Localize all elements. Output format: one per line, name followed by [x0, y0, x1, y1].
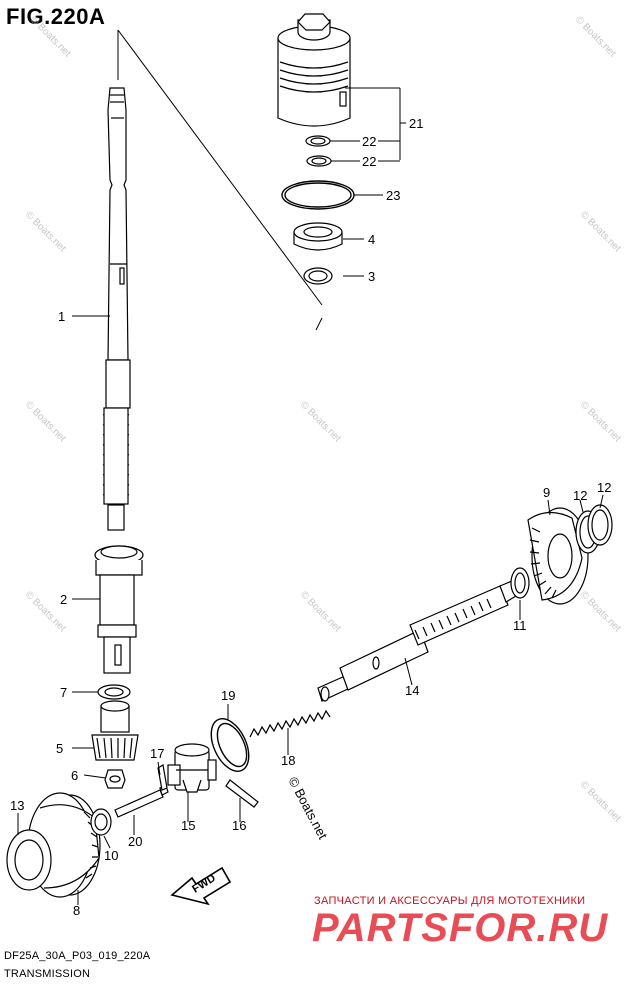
callout-9: 9 [543, 485, 550, 500]
drive-shaft [102, 87, 131, 531]
boats-watermark: © Boats.net [578, 589, 623, 634]
washer-11 [510, 567, 530, 599]
callout-labels: 1 2 7 5 6 13 8 10 20 17 15 16 19 18 14 1… [10, 116, 611, 918]
callout-11: 11 [513, 618, 527, 633]
figure-code: DF25A_30A_P03_019_220A [4, 950, 151, 962]
callout-5: 5 [56, 741, 63, 756]
washer [97, 684, 131, 700]
callout-18: 18 [281, 753, 295, 768]
clutch-pin [157, 764, 168, 791]
spring-ring [210, 718, 250, 772]
watermark-tagline: ЗАПЧАСТИ И АКСЕССУАРЫ ДЛЯ МОТОТЕХНИКИ [314, 895, 586, 907]
boats-watermark: © Boats.net [578, 399, 623, 444]
callout-12: 12 [573, 488, 587, 503]
large-o-ring [281, 180, 355, 210]
figure-subtitle: TRANSMISSION [4, 968, 91, 980]
callout-2: 2 [60, 592, 67, 607]
shaft-sleeve [94, 545, 144, 674]
callout-7: 7 [60, 685, 67, 700]
explode-lines [117, 29, 323, 331]
boats-watermark: © Boats.net [578, 779, 623, 824]
push-rod [114, 785, 169, 818]
pinion-gear [91, 700, 139, 761]
bearing-housing [277, 13, 351, 127]
callout-20: 20 [128, 834, 142, 849]
callout-8: 8 [73, 903, 80, 918]
callout-10: 10 [104, 848, 118, 863]
boats-watermark: © Boats.net [573, 14, 618, 59]
o-rings [305, 135, 332, 167]
watermark-brand: PARTSFOR.RU [312, 906, 609, 950]
callout-bracket [345, 87, 406, 160]
boats-watermark: © Boats.net [298, 589, 343, 634]
callout-22: 22 [362, 154, 376, 169]
callout-12: 12 [597, 480, 611, 495]
leader-lines [17, 140, 604, 905]
fwd-arrow: FWD [170, 866, 232, 906]
clutch-dog [167, 743, 217, 793]
callout-4: 4 [368, 232, 375, 247]
callout-1: 1 [58, 309, 65, 324]
bearing [293, 222, 343, 251]
callout-14: 14 [405, 683, 419, 698]
callout-15: 15 [181, 818, 195, 833]
boats-copyright: © Boats.net [285, 774, 330, 842]
washer-10 [90, 808, 112, 836]
figure-title: FIG.220A [6, 4, 106, 29]
callout-13: 13 [10, 798, 24, 813]
boats-watermark: © Boats.net [28, 14, 73, 59]
pinion-nut [104, 769, 126, 789]
callout-21: 21 [409, 116, 423, 131]
boats-watermark: © Boats.net [23, 399, 68, 444]
callout-22: 22 [362, 134, 376, 149]
boats-watermark: © Boats.net [298, 399, 343, 444]
clutch-pin-16 [225, 779, 259, 808]
callout-16: 16 [232, 818, 246, 833]
reverse-gear [6, 792, 101, 898]
callout-3: 3 [368, 269, 375, 284]
shims [575, 504, 613, 554]
callout-19: 19 [221, 688, 235, 703]
boats-watermark: © Boats.net [578, 209, 623, 254]
callout-17: 17 [150, 746, 164, 761]
callout-23: 23 [386, 188, 400, 203]
forward-gear [527, 507, 589, 605]
callout-6: 6 [71, 768, 78, 783]
boats-watermark: © Boats.net [23, 209, 68, 254]
clutch-spring [249, 709, 331, 738]
circlip [303, 267, 333, 285]
propeller-shaft [317, 580, 517, 702]
